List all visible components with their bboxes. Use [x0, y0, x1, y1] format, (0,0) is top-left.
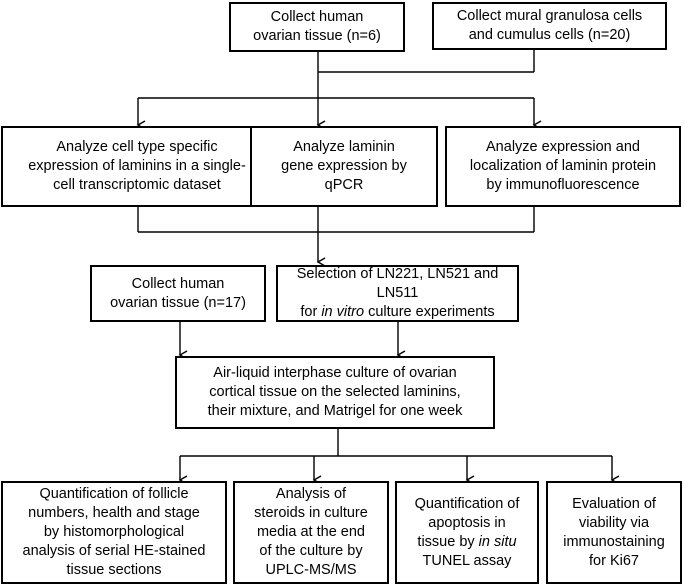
- collect-granulosa-cells-box: Collect mural granulosa cells and cumulu…: [432, 2, 667, 50]
- selection-laminins-text: Selection of LN221, LN521 and LN511 for …: [278, 265, 517, 322]
- air-liquid-culture-box: Air-liquid interphase culture of ovarian…: [175, 356, 495, 429]
- analyze-single-cell-box: Analyze cell type specific expression of…: [1, 126, 273, 207]
- evaluation-viability-text: Evaluation of viability via immunostaini…: [563, 495, 665, 569]
- quantification-apoptosis-box: Quantification of apoptosis in tissue by…: [395, 481, 539, 584]
- analyze-single-cell-text: Analyze cell type specific expression of…: [28, 139, 246, 193]
- apoptosis-post: TUNEL assay: [422, 552, 512, 569]
- apoptosis-in-situ: in situ: [478, 533, 517, 550]
- analysis-steroids-text: Analysis of steroids in culture media at…: [254, 486, 368, 578]
- collect-ovarian-tissue-6-text: Collect human ovarian tissue (n=6): [253, 9, 381, 44]
- analysis-steroids-box: Analysis of steroids in culture media at…: [233, 481, 389, 584]
- analyze-immunofluorescence-box: Analyze expression and localization of l…: [445, 126, 681, 207]
- quantification-follicle-text: Quantification of follicle numbers, heal…: [22, 486, 206, 578]
- collect-granulosa-cells-text: Collect mural granulosa cells and cumulu…: [456, 8, 643, 43]
- air-liquid-culture-text: Air-liquid interphase culture of ovarian…: [207, 365, 463, 419]
- collect-ovarian-tissue-17-text: Collect human ovarian tissue (n=17): [110, 275, 246, 311]
- selection-for: for: [300, 304, 322, 320]
- selection-laminins-box: Selection of LN221, LN521 and LN511 for …: [276, 265, 519, 322]
- analyze-qpcr-box: Analyze laminin gene expression by qPCR: [250, 126, 438, 207]
- quantification-apoptosis-text: Quantification of apoptosis in tissue by…: [415, 495, 520, 571]
- apoptosis-pre: Quantification of apoptosis in tissue by: [414, 495, 520, 550]
- analyze-qpcr-text: Analyze laminin gene expression by qPCR: [281, 139, 407, 193]
- selection-in-vitro: in vitro: [321, 304, 365, 320]
- selection-rest: culture experiments: [364, 304, 495, 320]
- evaluation-viability-box: Evaluation of viability via immunostaini…: [546, 481, 682, 584]
- selection-line1: Selection of LN221, LN521 and LN511: [296, 266, 499, 301]
- analyze-immunofluorescence-text: Analyze expression and localization of l…: [469, 139, 657, 193]
- collect-ovarian-tissue-17-box: Collect human ovarian tissue (n=17): [90, 265, 266, 322]
- collect-ovarian-tissue-6-box: Collect human ovarian tissue (n=6): [229, 2, 405, 52]
- quantification-follicle-box: Quantification of follicle numbers, heal…: [1, 481, 227, 584]
